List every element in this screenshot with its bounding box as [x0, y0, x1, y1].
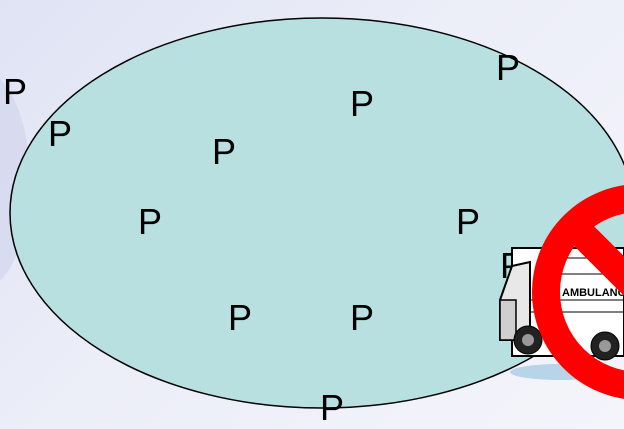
ambulance-text: AMBULANCE	[562, 287, 624, 299]
